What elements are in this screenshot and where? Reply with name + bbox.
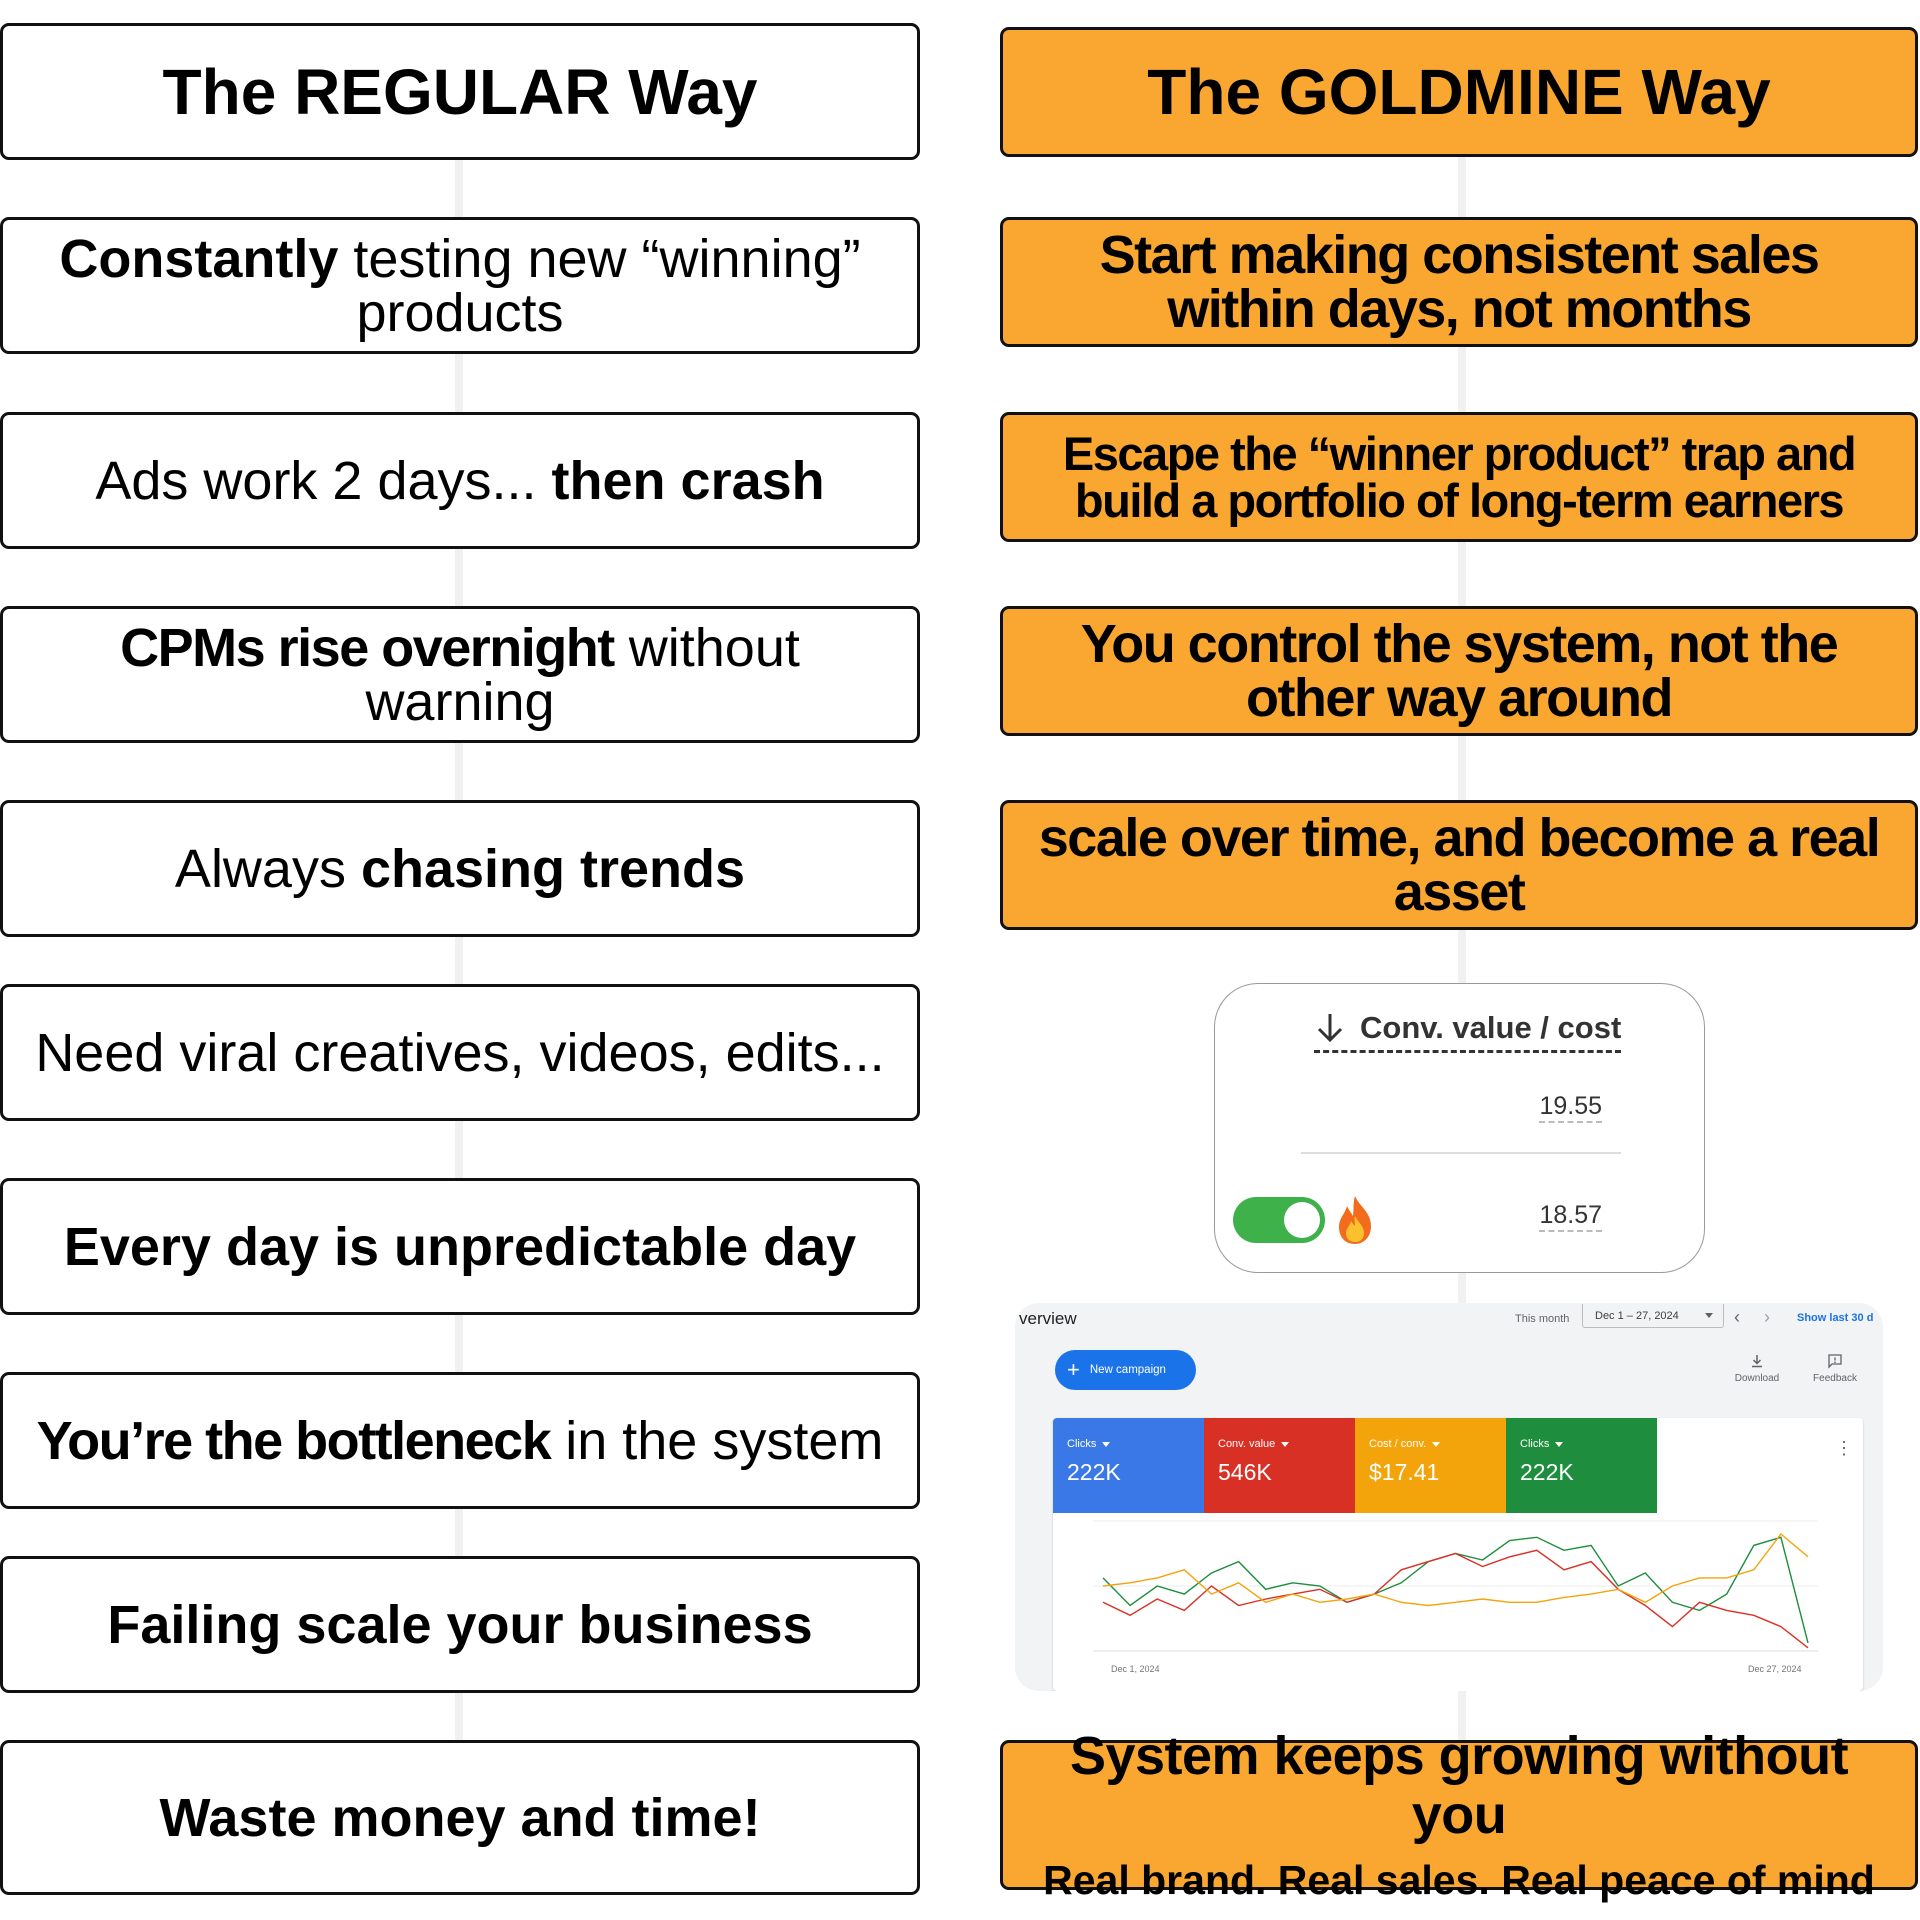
series-line-2 bbox=[1102, 1549, 1809, 1649]
regular-item-3: CPMs rise overnight without warning bbox=[0, 606, 920, 743]
metric-label: Cost / conv. bbox=[1369, 1438, 1427, 1450]
left-connector bbox=[455, 155, 463, 1740]
caret-down-icon bbox=[1555, 1441, 1564, 1447]
download-button[interactable]: Download bbox=[1727, 1353, 1787, 1384]
item-bold: You’re the bottleneck bbox=[36, 1410, 552, 1471]
feedback-icon bbox=[1828, 1354, 1842, 1369]
final-line-1: System keeps growing without you bbox=[1069, 1726, 1849, 1846]
metric-label: Conv. value bbox=[1218, 1438, 1276, 1450]
download-label: Download bbox=[1734, 1373, 1780, 1384]
conv-value-2: 18.57 bbox=[1539, 1201, 1602, 1232]
conv-value-header-text: Conv. value / cost bbox=[1360, 1010, 1622, 1045]
item-text: Escape the “winner product” trap and bui… bbox=[1062, 427, 1857, 527]
regular-item-5: Need viral creatives, videos, edits... bbox=[0, 984, 920, 1121]
chevron-right-icon[interactable]: › bbox=[1764, 1307, 1770, 1327]
metric-value: 222K bbox=[1067, 1459, 1121, 1485]
regular-item-7: You’re the bottleneck in the system bbox=[0, 1372, 920, 1509]
regular-item-8: Failing scale your business bbox=[0, 1556, 920, 1693]
item-bold: then crash bbox=[551, 450, 825, 511]
final-line-2: Real brand. Real sales. Real peace of mi… bbox=[1043, 1856, 1875, 1903]
metric-value: 222K bbox=[1520, 1459, 1574, 1485]
show-last-link[interactable]: Show last 30 d bbox=[1797, 1312, 1874, 1324]
regular-item-1: Constantly testing new “winning” product… bbox=[0, 217, 920, 354]
item-text: without warning bbox=[365, 617, 800, 732]
metric-conv-value[interactable]: Conv. value 546K bbox=[1204, 1418, 1355, 1513]
item-bold: CPMs rise overnight bbox=[120, 617, 615, 678]
goldmine-way-title-text: The GOLDMINE Way bbox=[1147, 56, 1771, 128]
goldmine-final: System keeps growing without you Real br… bbox=[1000, 1726, 1918, 1902]
feedback-button[interactable]: Feedback bbox=[1805, 1353, 1865, 1384]
metric-label: Clicks bbox=[1520, 1438, 1550, 1450]
item-text: scale over time, and become a real asset bbox=[1038, 808, 1881, 922]
item-bold: Waste money and time! bbox=[159, 1787, 761, 1848]
download-icon bbox=[1752, 1355, 1762, 1368]
metric-cost-per-conv[interactable]: Cost / conv. $17.41 bbox=[1355, 1418, 1506, 1513]
metric-clicks-2[interactable]: Clicks 222K bbox=[1506, 1418, 1657, 1513]
regular-item-4: Always chasing trends bbox=[0, 800, 920, 937]
new-campaign-label: New campaign bbox=[1089, 1364, 1166, 1376]
conv-value-header[interactable]: Conv. value / cost bbox=[1314, 1010, 1622, 1053]
caret-down-icon bbox=[1102, 1441, 1111, 1447]
new-campaign-button[interactable]: + New campaign bbox=[1055, 1350, 1196, 1390]
metric-value: $17.41 bbox=[1369, 1459, 1440, 1485]
conv-value-1: 19.55 bbox=[1539, 1092, 1602, 1123]
goldmine-item-4: scale over time, and become a real asset bbox=[1000, 800, 1918, 930]
divider bbox=[1301, 1152, 1621, 1154]
date-range-text: Dec 1 – 27, 2024 bbox=[1595, 1309, 1679, 1322]
x-axis-end-label: Dec 27, 2024 bbox=[1748, 1664, 1802, 1674]
plus-icon: + bbox=[1067, 1357, 1080, 1382]
ads-overview-card: verview This month Dec 1 – 27, 2024 ‹ › … bbox=[1015, 1303, 1883, 1691]
metric-value: 546K bbox=[1218, 1459, 1272, 1485]
right-connector bbox=[1458, 155, 1466, 1740]
caret-down-icon bbox=[1432, 1441, 1441, 1447]
caret-down-icon bbox=[1705, 1313, 1713, 1318]
item-bold: Every day is unpredictable day bbox=[63, 1216, 857, 1277]
metric-label: Clicks bbox=[1067, 1438, 1097, 1450]
regular-item-2: Ads work 2 days... then crash bbox=[0, 412, 920, 549]
x-axis-start-label: Dec 1, 2024 bbox=[1111, 1664, 1160, 1674]
series-line-3 bbox=[1102, 1532, 1809, 1607]
item-text: testing new “winning” products bbox=[338, 228, 861, 343]
performance-chart-panel: Clicks 222K Conv. value 546K Cost / conv… bbox=[1053, 1418, 1863, 1691]
feedback-label: Feedback bbox=[1813, 1373, 1857, 1384]
regular-way-title: The REGULAR Way bbox=[0, 23, 920, 160]
conv-value-card: Conv. value / cost 19.55 18.57 bbox=[1214, 983, 1705, 1273]
caret-down-icon bbox=[1281, 1441, 1290, 1447]
period-label: This month bbox=[1515, 1313, 1570, 1325]
item-bold: Constantly bbox=[59, 228, 339, 289]
metric-clicks[interactable]: Clicks 222K bbox=[1053, 1418, 1204, 1513]
item-bold: chasing trends bbox=[360, 838, 746, 899]
regular-item-9: Waste money and time! bbox=[0, 1740, 920, 1895]
goldmine-item-1: Start making consistent sales within day… bbox=[1000, 217, 1918, 347]
item-text: Need viral creatives, videos, edits... bbox=[35, 1022, 885, 1083]
toggle-switch[interactable] bbox=[1233, 1197, 1325, 1243]
chevron-left-icon[interactable]: ‹ bbox=[1734, 1307, 1740, 1327]
item-text: Always bbox=[174, 838, 361, 899]
goldmine-item-2: Escape the “winner product” trap and bui… bbox=[1000, 412, 1918, 542]
item-text: in the system bbox=[550, 1410, 884, 1471]
item-bold: Failing scale your business bbox=[107, 1594, 813, 1655]
overview-title: verview bbox=[1019, 1309, 1077, 1328]
date-range-select[interactable]: Dec 1 – 27, 2024 bbox=[1582, 1304, 1724, 1328]
toggle-knob bbox=[1284, 1202, 1320, 1238]
item-text: Ads work 2 days... bbox=[95, 450, 552, 511]
goldmine-item-3: You control the system, not the other wa… bbox=[1000, 606, 1918, 736]
line-chart bbox=[1093, 1520, 1818, 1652]
arrow-down-icon bbox=[1317, 1014, 1343, 1043]
more-options-icon[interactable]: ⋮ bbox=[1835, 1438, 1853, 1458]
regular-item-6: Every day is unpredictable day bbox=[0, 1178, 920, 1315]
item-text: Start making consistent sales within day… bbox=[1099, 225, 1820, 339]
goldmine-way-title: The GOLDMINE Way bbox=[1000, 27, 1918, 157]
fire-icon bbox=[1339, 1196, 1371, 1244]
regular-way-title-text: The REGULAR Way bbox=[162, 55, 758, 128]
item-text: You control the system, not the other wa… bbox=[1080, 614, 1839, 728]
